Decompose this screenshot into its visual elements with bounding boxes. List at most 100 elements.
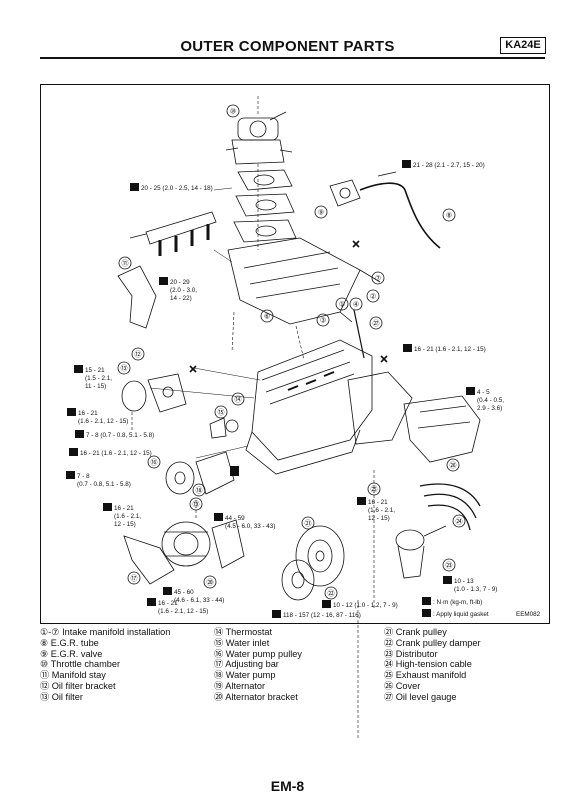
egr-drawing (329, 171, 441, 249)
callout-2: ② (370, 293, 376, 301)
torque-damper: 10 - 12 (1.0 - 1.2, 7 - 9) (333, 602, 398, 609)
torque-intake-1: 20 - 29 (170, 279, 190, 286)
legend-item: ㉖ Cover (384, 680, 421, 691)
leader-lines (149, 187, 261, 459)
callout-27: ㉗ (373, 320, 380, 328)
torque-cover-2: (0.4 - 0.5, (477, 397, 504, 404)
diagram-frame (40, 84, 550, 624)
callout-circles (117, 104, 466, 600)
distributor-drawing (395, 525, 447, 579)
callout-6: ⑥ (264, 313, 270, 321)
legend-item: ⑲ Alternator (214, 680, 266, 691)
callout-22: ㉒ (328, 590, 335, 598)
torque-oil-bracket-2: (1.5 - 2.1, (85, 375, 112, 382)
torque-intake-3: 14 - 22) (170, 295, 192, 302)
torque-alt-1: 44 - 59 (225, 515, 245, 522)
manifold-stay-drawing (117, 265, 157, 329)
legend-item: ⑮ Water inlet (214, 637, 270, 648)
callout-10: ⑩ (230, 108, 236, 116)
legend-item: ㉕ Exhaust manifold (384, 670, 467, 681)
thermostat-drawing (209, 417, 239, 439)
callout-8: ⑧ (446, 212, 452, 220)
torque-fuel-rail: 20 - 25 (2.0 - 2.5, 14 - 18) (141, 185, 213, 192)
legend-item: ⑩ Throttle chamber (40, 659, 121, 670)
legend-item: ⑯ Water pump pulley (214, 648, 302, 659)
callout-19: ⑲ (193, 501, 200, 509)
torque-alt-2: (4.5 - 6.0, 33 - 43) (225, 523, 275, 530)
torque-crank-pulley: 118 - 157 (12 - 16, 87 - 116) (283, 612, 361, 619)
exhaust-manifold-drawing (347, 371, 481, 463)
callout-24: ㉔ (456, 518, 463, 526)
callout-1: ① (339, 301, 345, 309)
torque-pulley-1: 7 - 8 (77, 473, 90, 480)
callout-11: ⑪ (122, 260, 129, 268)
legend-item: ⑬ Oil filter (40, 691, 83, 702)
callout-14: ⑭ (235, 396, 242, 404)
callout-21: ㉑ (305, 520, 312, 528)
torque-distributor-1: 10 - 13 (454, 578, 474, 585)
legend-item: ㉔ High-tension cable (384, 659, 472, 670)
engine-block-drawing (245, 339, 373, 475)
torque-egr-valve: 21 - 28 (2.1 - 2.7, 15 - 20) (413, 162, 485, 169)
torque-alt-bracket-2: (4.6 - 6.1, 33 - 44) (174, 597, 224, 604)
page-number: EM-8 (270, 778, 305, 794)
torque-thermostat-1: 16 - 21 (78, 410, 98, 417)
gasket-drawings (233, 169, 297, 243)
torque-distributor-2: (1.0 - 1.3, 7 - 9) (454, 586, 497, 593)
torque-adjust-1: 16 - 21 (114, 505, 134, 512)
callout-16: ⑯ (151, 459, 158, 467)
callout-3: ③ (320, 317, 326, 325)
callout-numbers: ⑩ ⑨ ⑧ ⑪ ⑦ ② ① ④ ⑥ ③ ㉗ ⑫ ⑬ ⑭ ⑮ ⑯ ⑱ ⑲ ㉑ ⑰ … (121, 108, 463, 598)
intake-manifold-drawing (227, 237, 381, 325)
legend-item: ⑰ Adjusting bar (214, 659, 279, 670)
water-pump-drawing (165, 451, 235, 495)
torque-exh-mani-2: (1.6 - 2.1, (368, 507, 395, 514)
torque-adjust-3: 12 - 15) (114, 521, 136, 528)
legend-item: ⑭ Thermostat (214, 627, 273, 637)
legend-item: ㉑ Crank pulley (384, 627, 447, 637)
oil-level-gauge-drawing (353, 309, 365, 359)
callout-7: ⑦ (375, 275, 381, 283)
legend-item: ①-⑦ Intake manifold installation (40, 627, 171, 637)
callout-26: ㉖ (450, 462, 457, 470)
torque-water-pump: 16 - 21 (1.6 - 2.1, 12 - 15) (80, 450, 152, 457)
torque-intake-2: (2.0 - 3.0, (170, 287, 197, 294)
callout-9: ⑨ (318, 209, 324, 217)
torque-exh-mani-1: 16 - 21 (368, 499, 388, 506)
callout-18: ⑱ (196, 487, 203, 495)
page-title: OUTER COMPONENT PARTS (180, 38, 395, 55)
torque-exhaust: 16 - 21 (1.6 - 2.1, 12 - 15) (414, 346, 486, 353)
legend-item: ㉗ Oil level gauge (384, 691, 457, 702)
torque-oil-bracket-1: 15 - 21 (85, 367, 105, 374)
legend-item: ⑪ Manifold stay (40, 670, 106, 681)
legend-item: ㉓ Distributor (384, 648, 438, 659)
callout-4: ④ (353, 301, 359, 309)
torque-water-inlet: 7 - 8 (0.7 - 0.8, 5.1 - 5.8) (86, 432, 154, 439)
legend-item: ⑳ Alternator bracket (214, 691, 298, 702)
gasket-note: : Apply liquid gasket (433, 611, 489, 618)
legend-column-2: ⑭ Thermostat ⑮ Water inlet ⑯ Water pump … (214, 627, 302, 703)
torque-pulley-2: (0.7 - 0.8, 5.1 - 5.8) (77, 481, 131, 488)
figure-id: EEM082 (516, 611, 541, 618)
torque-wrench-icons (66, 160, 475, 618)
fuel-rail-drawing (129, 211, 217, 256)
torque-alt-bracket-1: 45 - 60 (174, 589, 194, 596)
crank-pulley-drawing (281, 525, 345, 601)
unit-note: : N·m (kg-m, ft-lb) (433, 599, 482, 606)
alternator-drawing (123, 519, 245, 585)
callout-13: ⑬ (121, 365, 128, 373)
title-rule (40, 57, 545, 59)
callout-25: ㉕ (371, 486, 378, 494)
oil-filter-drawing (121, 373, 187, 413)
torque-exh-mani-3: 12 - 15) (368, 515, 390, 522)
torque-thermostat-2: (1.6 - 2.1, 12 - 15) (78, 418, 128, 425)
legend-item: ⑨ E.G.R. valve (40, 648, 103, 659)
legend-item: ⑧ E.G.R. tube (40, 637, 99, 648)
callout-15: ⑮ (218, 409, 225, 417)
callout-23: ㉓ (446, 562, 453, 570)
legend-item: ㉒ Crank pulley damper (384, 637, 481, 648)
engine-code-box: KA24E (500, 37, 546, 54)
callout-12: ⑫ (135, 351, 142, 359)
callout-17: ⑰ (131, 575, 138, 583)
